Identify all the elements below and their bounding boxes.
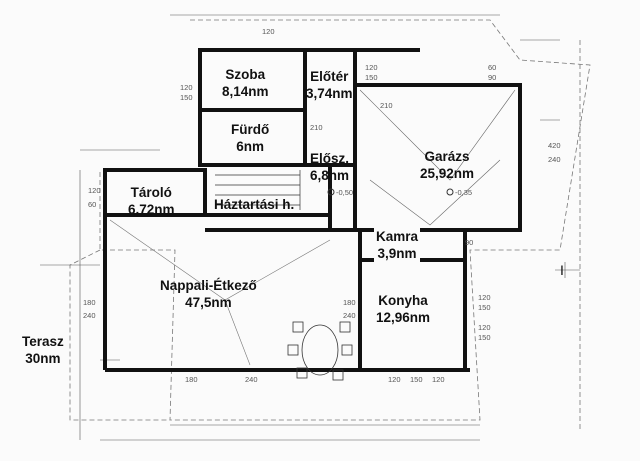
level-marker-elosz [327, 188, 335, 196]
room-garazs-name: Garázs [424, 149, 470, 164]
room-terasz: Terasz 30nm [22, 333, 64, 367]
garage-roof-lines [359, 89, 516, 226]
room-tarolo-name: Tároló [130, 185, 172, 200]
dim-60-tarolo: 60 [88, 200, 96, 209]
dim-240-left: 240 [83, 311, 96, 320]
dim-120-bottom-b: 120 [432, 375, 445, 384]
dim-120-bottom-a: 120 [388, 375, 401, 384]
dim-60-garazs: 60 [488, 63, 496, 72]
room-szoba: Szoba 8,14nm [222, 66, 269, 100]
dim-150-left-szoba: 150 [180, 93, 193, 102]
room-szoba-name: Szoba [225, 67, 266, 82]
room-nappali: Nappali-Étkező 47,5nm [160, 277, 257, 311]
room-elosz-area: 6,8nm [310, 168, 350, 183]
walls [103, 48, 522, 372]
dim-120-top: 120 [262, 27, 275, 36]
dim-120-konyha-b: 120 [478, 323, 491, 332]
room-tarolo-area: 6,72nm [128, 202, 175, 217]
room-kamra-area: 3,9nm [377, 246, 417, 261]
dining-table [287, 321, 353, 381]
level-markers: -0,50 -0,35 [327, 188, 472, 197]
room-haztartasi-name: Háztartási h. [214, 197, 295, 212]
dim-240-right: 240 [548, 155, 561, 164]
dim-150-bottom: 150 [410, 375, 423, 384]
room-furdo-name: Fürdő [231, 122, 270, 137]
room-furdo: Fürdő 6nm [231, 121, 269, 155]
room-terasz-name: Terasz [22, 334, 64, 349]
dim-240-mid: 240 [343, 311, 356, 320]
dim-120-tarolo: 120 [88, 186, 101, 195]
dimension-lines [40, 14, 580, 441]
room-elosz: Elősz. 6,8nm [310, 150, 349, 184]
roof-outline [69, 19, 591, 430]
terrace-roof-lines [109, 219, 331, 366]
room-eloter-area: 3,74nm [306, 86, 353, 101]
dim-180-mid: 180 [343, 298, 356, 307]
dim-120-konyha-a: 120 [478, 293, 491, 302]
room-tarolo: Tároló 6,72nm [128, 184, 175, 218]
dimension-labels: 120 120 150 120 150 210 210 120 60 420 2… [83, 27, 561, 384]
room-konyha-name: Konyha [378, 293, 428, 308]
room-kamra: Kamra 3,9nm [374, 228, 421, 262]
room-garazs-area: 25,92nm [420, 166, 475, 181]
dim-150-konyha-b: 150 [478, 333, 491, 342]
room-konyha-area: 12,96nm [376, 310, 431, 325]
room-haztartasi: Háztartási h. [214, 196, 294, 213]
level-marker-garazs [446, 188, 454, 196]
stairs [215, 170, 301, 210]
dim-120-eloter: 120 [365, 63, 378, 72]
dim-420-right: 420 [548, 141, 561, 150]
dim-240-bottom: 240 [245, 375, 258, 384]
dim-180-bottom: 180 [185, 375, 198, 384]
dim-150-konyha-a: 150 [478, 303, 491, 312]
section-mark: I [560, 262, 564, 278]
room-terasz-area: 30nm [25, 351, 61, 366]
room-szoba-area: 8,14nm [222, 84, 269, 99]
dim-210-elosz: 210 [310, 123, 323, 132]
room-garazs: Garázs 25,92nm [420, 148, 474, 182]
room-kamra-name: Kamra [376, 229, 419, 244]
room-elosz-name: Elősz. [310, 151, 350, 166]
room-eloter: Előtér 3,74nm [306, 68, 353, 102]
room-konyha: Konyha 12,96nm [376, 292, 430, 326]
level-elosz: -0,50 [336, 188, 353, 197]
dim-90-kamra: 90 [465, 238, 473, 247]
room-nappali-area: 47,5nm [185, 295, 232, 310]
room-nappali-name: Nappali-Étkező [160, 278, 257, 293]
dim-120-left-szoba: 120 [180, 83, 193, 92]
dim-150-eloter: 150 [365, 73, 378, 82]
room-eloter-name: Előtér [310, 69, 349, 84]
dim-210-eloter: 210 [380, 101, 393, 110]
room-furdo-area: 6nm [236, 139, 264, 154]
dim-90-garazs: 90 [488, 73, 496, 82]
level-garazs: -0,35 [455, 188, 472, 197]
dim-180-left: 180 [83, 298, 96, 307]
